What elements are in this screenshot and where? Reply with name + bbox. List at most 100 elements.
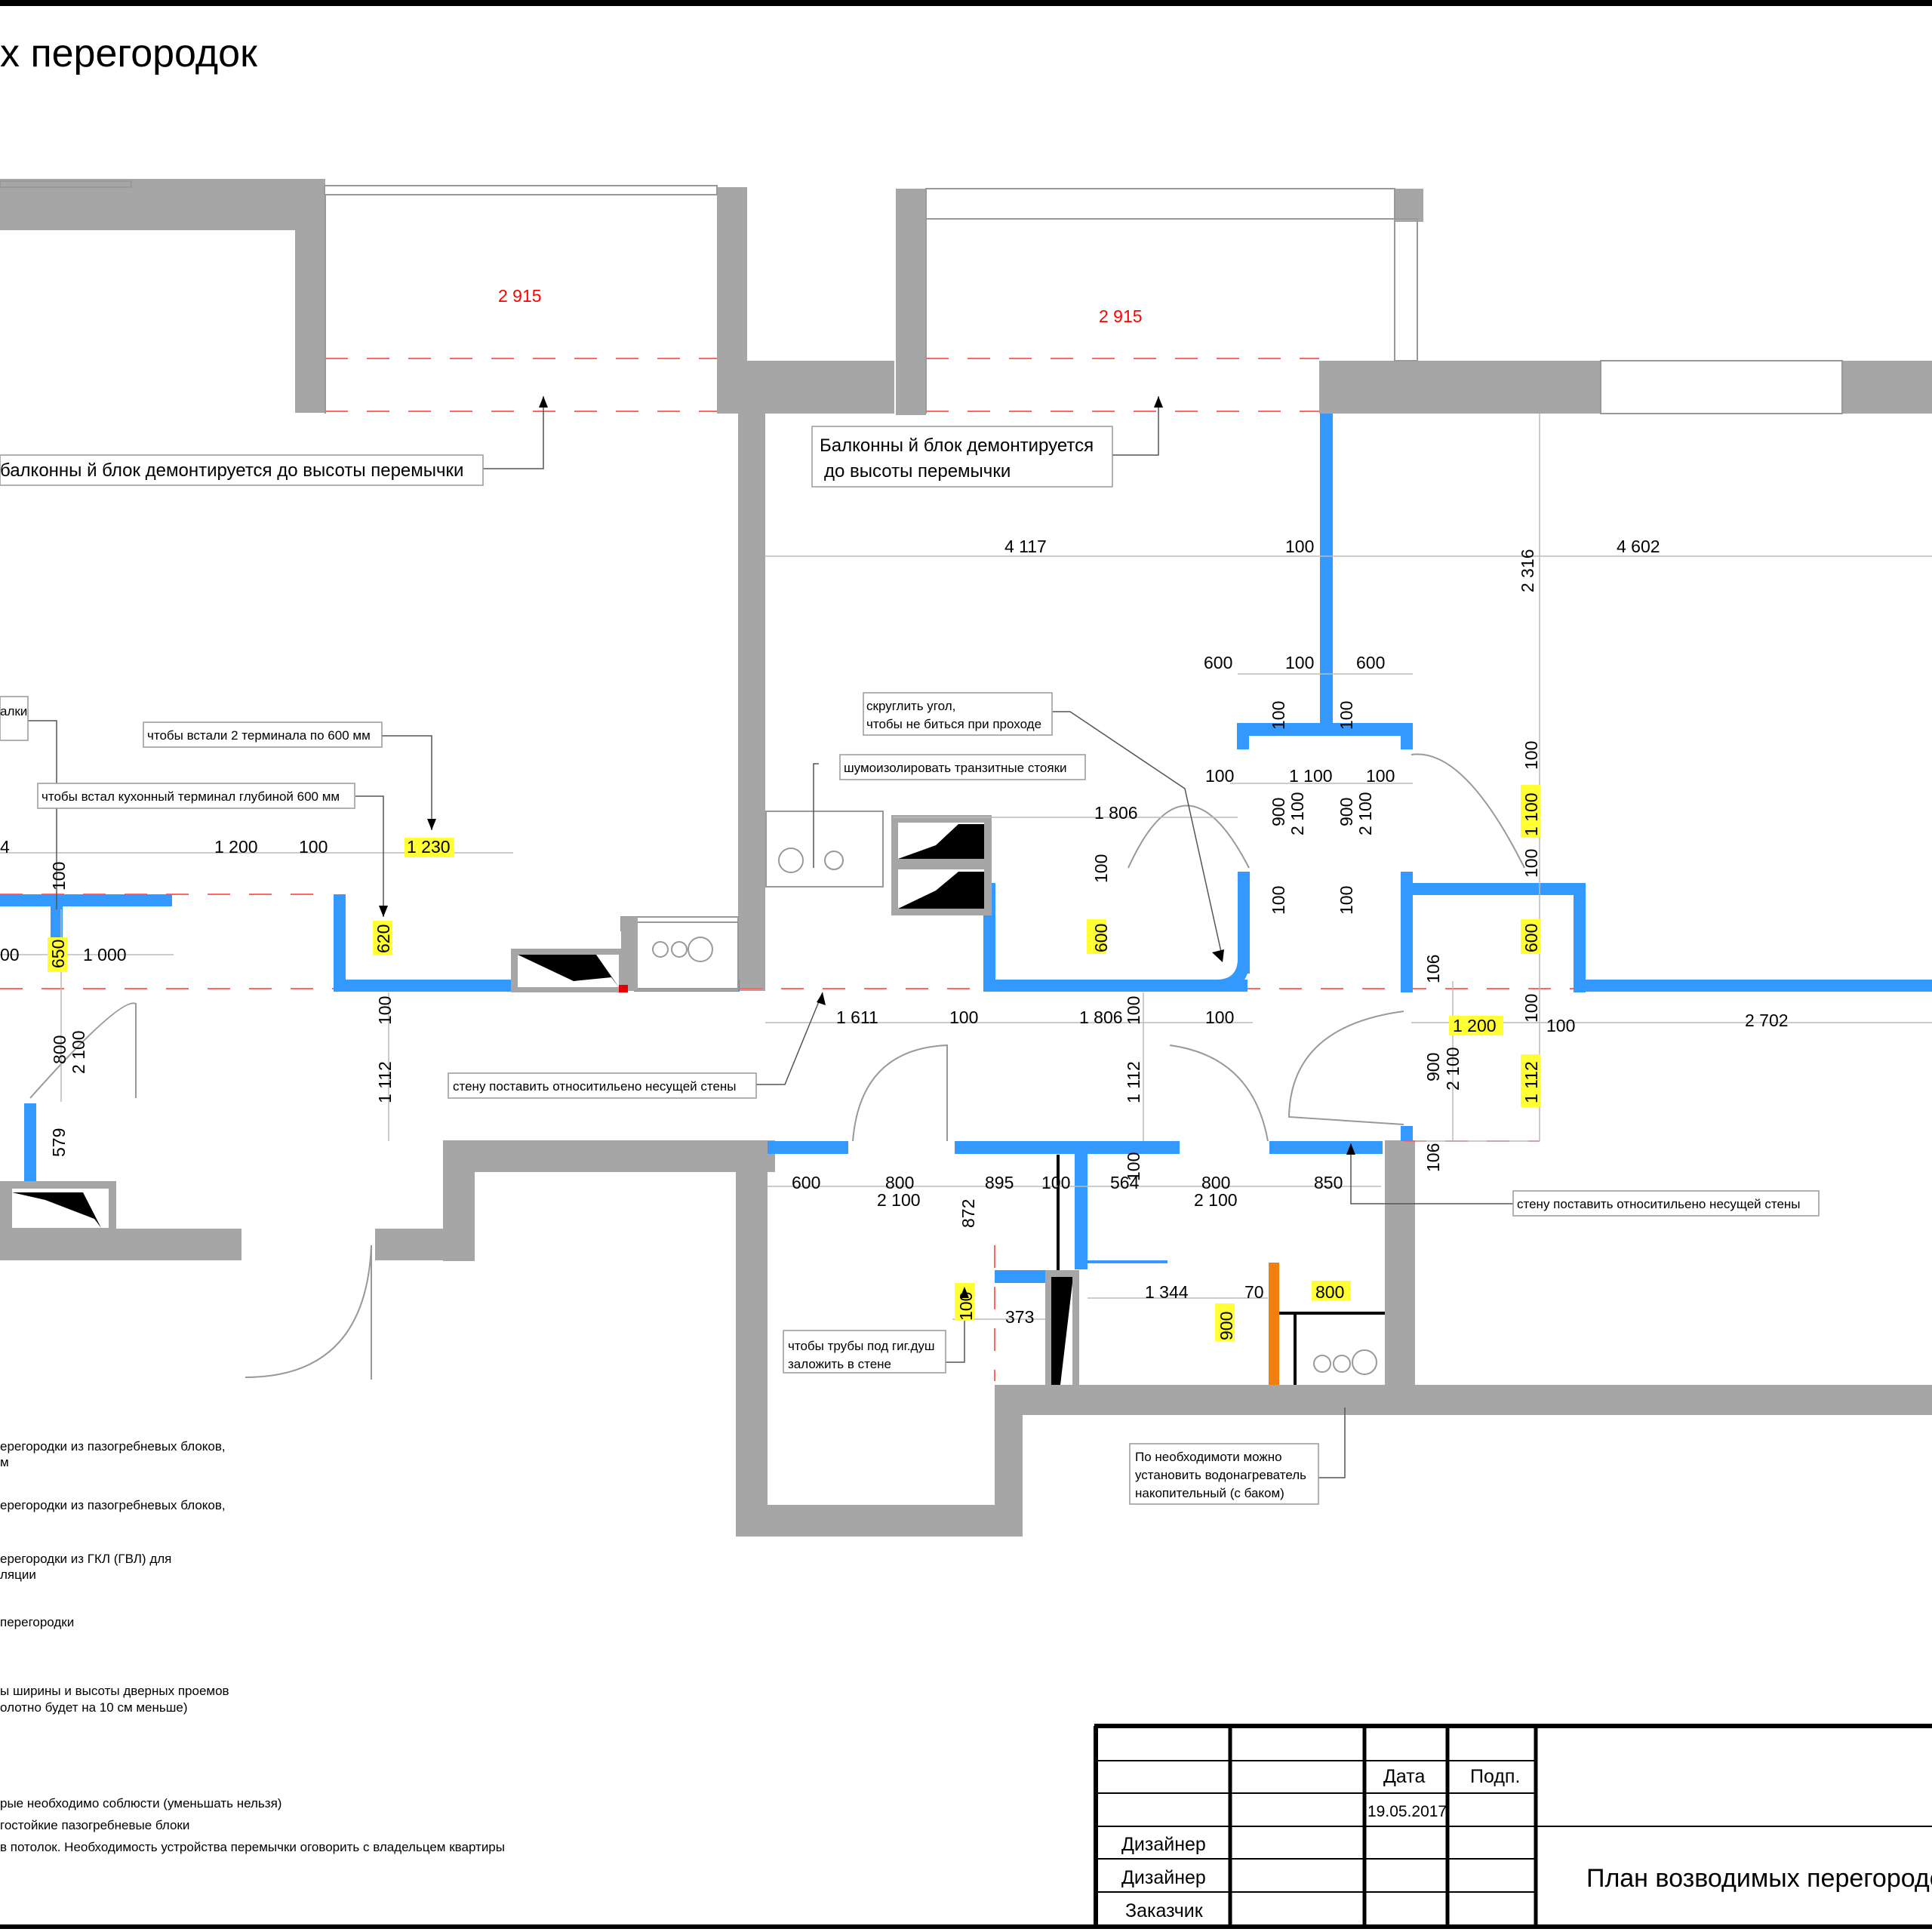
dim-text: 1 200 (214, 837, 258, 857)
arrowheads (379, 396, 1355, 1298)
dim-text: 600 (1521, 924, 1541, 952)
footnote-text: рые необходимо соблюсти (уменьшать нельз… (0, 1796, 281, 1810)
dim-text: 1 200 (1453, 1016, 1497, 1035)
dim-text: 600 (792, 1173, 820, 1192)
bearing-walls (0, 179, 1932, 1537)
dim-text: 100 (1269, 886, 1288, 915)
dim-text: 1 112 (1521, 1061, 1541, 1103)
wall (738, 411, 765, 991)
dim-text: 100 (949, 1008, 978, 1027)
tb-customer: Заказчик (1125, 1900, 1204, 1921)
dim-text: 100 (49, 862, 69, 891)
dim-text: 800 (885, 1173, 914, 1192)
partition (0, 894, 172, 906)
note-wall-rel-1: стену поставить относитильено несущей ст… (453, 1079, 737, 1094)
partition (1401, 1126, 1413, 1141)
dim-text: 100 (1285, 653, 1314, 672)
partition (1401, 723, 1413, 749)
partition (1574, 883, 1586, 992)
dim-text: 1 100 (1289, 766, 1333, 786)
dim-text: 70 (1244, 1282, 1264, 1302)
dim-text: 1 112 (1124, 1061, 1143, 1103)
dim-text: 00 (0, 945, 20, 964)
note-pipes-2: заложить в стене (788, 1357, 891, 1371)
legend: ерегородки из пазогребневых блоков, м ер… (0, 1439, 505, 1854)
note-round-corner-2: чтобы не биться при проходе (866, 717, 1041, 731)
dim-text: 895 (985, 1173, 1014, 1192)
partition (768, 1141, 848, 1154)
dim-text: 373 (1005, 1307, 1034, 1327)
dim-text: 100 (1091, 854, 1111, 883)
legend-text: ы ширины и высоты дверных проемов (0, 1684, 229, 1698)
dim-text: 620 (374, 924, 393, 953)
dim-text: 2 915 (498, 286, 542, 306)
dim-text: 100 (1205, 1008, 1234, 1027)
dim-text: 100 (1124, 996, 1143, 1025)
dim-text: 872 (958, 1199, 978, 1228)
dim-text: 100 (299, 837, 328, 857)
dim-text: 900 (1423, 1053, 1443, 1081)
wall (736, 1140, 768, 1537)
wall (1842, 361, 1932, 414)
note-balcony-right-2: до высоты перемычки (824, 461, 1011, 481)
rounded-corner-partition (1217, 872, 1250, 992)
partition (1237, 723, 1249, 749)
partition (334, 894, 346, 989)
tb-sheet-name: План возводимых перегородо (1586, 1864, 1932, 1893)
dim-text: 564 (1110, 1173, 1140, 1192)
wall (995, 1385, 1932, 1415)
new-partitions (0, 414, 1932, 1283)
dim-text: 1 230 (407, 837, 451, 857)
balcony-frames (0, 180, 1843, 414)
wall (443, 1140, 775, 1172)
dim-text: 100 (1521, 849, 1541, 878)
dim-text: 800 (1315, 1282, 1344, 1302)
note-soundproof: шумоизолировать транзитные стояки (844, 761, 1067, 775)
partition (1075, 1141, 1088, 1269)
dim-text: 2 702 (1745, 1011, 1789, 1030)
note-two-terminals: чтобы встали 2 терминала по 600 мм (147, 728, 371, 743)
dim-text: 2 100 (69, 1030, 88, 1074)
dim-text: 900 (1269, 798, 1288, 826)
wall (736, 1505, 1023, 1537)
sheet-title: х перегородок (0, 32, 257, 75)
partition (955, 1141, 1180, 1154)
note-heater-3: накопительный (с баком) (1135, 1486, 1284, 1500)
wall (896, 189, 926, 415)
dim-text: 100 (1205, 766, 1234, 786)
dim-text: 1 112 (375, 1061, 395, 1103)
note-texts: балконны й блок демонтируется до высоты … (0, 435, 1801, 1500)
note-balcony-left: балконны й блок демонтируется до высоты … (0, 460, 463, 481)
footnote-text: гостойкие пазогребневые блоки (0, 1818, 189, 1832)
partition (995, 1270, 1048, 1283)
dim-text: 2 316 (1518, 549, 1537, 592)
tb-date-header: Дата (1383, 1766, 1425, 1787)
dim-text: 2 100 (1355, 792, 1375, 835)
dim-text: 100 (1337, 886, 1356, 915)
note-round-corner-1: скруглить угол, (866, 699, 955, 713)
dim-text: 106 (1423, 955, 1443, 983)
yellow-highlights (48, 785, 1540, 1341)
partition (24, 1103, 36, 1181)
sheet-border-top (0, 0, 1932, 6)
note-heater-2: установить водонагреватель (1135, 1468, 1306, 1482)
note-alki: алки (0, 704, 27, 718)
dim-text: 100 (1521, 741, 1541, 770)
tb-date-value: 19.05.2017 (1367, 1803, 1447, 1820)
dim-text: 900 (1217, 1312, 1236, 1340)
dim-text: 1 344 (1145, 1282, 1189, 1302)
dim-text: 100 (1366, 766, 1395, 786)
dim-text: 800 (1201, 1173, 1230, 1192)
dim-text: 100 (1285, 537, 1314, 556)
footnote-text: в потолок. Необходимость устройства пере… (0, 1840, 505, 1854)
dim-text: 600 (1091, 924, 1111, 952)
title-block-texts: Дата Подп. 19.05.2017 Дизайнер Дизайнер … (1121, 1766, 1932, 1921)
dim-text: 1 806 (1094, 803, 1138, 823)
wall (375, 1229, 475, 1260)
note-kitchen-terminal: чтобы встал кухонный терминал глубиной 6… (42, 789, 340, 804)
door-swings (29, 753, 1525, 1380)
dim-text: 1 100 (1521, 792, 1541, 836)
dim-text: 4 (0, 837, 10, 857)
dim-text: 100 (1521, 994, 1541, 1023)
